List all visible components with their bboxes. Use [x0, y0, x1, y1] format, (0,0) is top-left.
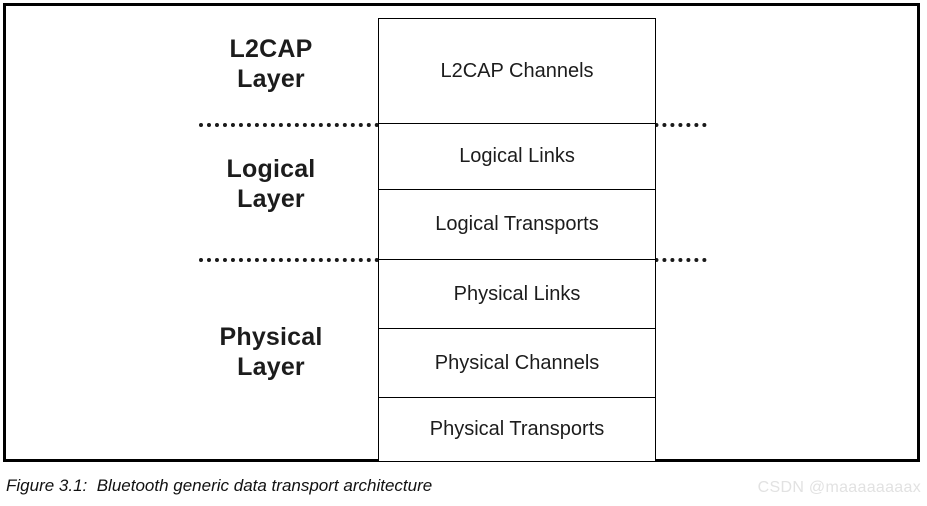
- stack-row-physical-transports: Physical Transports: [379, 398, 655, 461]
- layer-label-l2cap: L2CAP Layer: [176, 34, 366, 94]
- layer-label-physical: Physical Layer: [176, 322, 366, 382]
- layer-label-logical-line1: Logical: [226, 155, 316, 183]
- stack-row-label: Physical Links: [453, 282, 581, 305]
- layer-label-l2cap-line1: L2CAP: [229, 35, 313, 63]
- stack-row-physical-channels: Physical Channels: [379, 329, 655, 398]
- layer-label-l2cap-line2: Layer: [237, 65, 305, 93]
- layer-label-physical-line2: Layer: [237, 353, 305, 381]
- stack-row-l2cap-channels: L2CAP Channels: [379, 19, 655, 124]
- stack-row-logical-links: Logical Links: [379, 124, 655, 190]
- stack-row-logical-transports: Logical Transports: [379, 190, 655, 260]
- figure-caption: Figure 3.1: Bluetooth generic data trans…: [6, 476, 433, 495]
- stack-row-physical-links: Physical Links: [379, 260, 655, 329]
- csdn-watermark: CSDN @maaaaaaaax: [757, 479, 921, 496]
- layer-label-physical-line1: Physical: [219, 323, 323, 351]
- architecture-stack: L2CAP Channels Logical Links Logical Tra…: [378, 18, 656, 462]
- figure-frame: L2CAP Layer Logical Layer Physical Layer…: [3, 3, 920, 462]
- stack-row-label: Physical Channels: [434, 351, 600, 374]
- layer-label-logical: Logical Layer: [176, 154, 366, 214]
- stack-row-label: Logical Transports: [435, 213, 599, 235]
- stack-row-label: Physical Transports: [429, 418, 605, 440]
- layer-label-logical-line2: Layer: [237, 185, 305, 213]
- stack-row-label: Logical Links: [459, 145, 575, 167]
- stack-row-label: L2CAP Channels: [440, 59, 594, 82]
